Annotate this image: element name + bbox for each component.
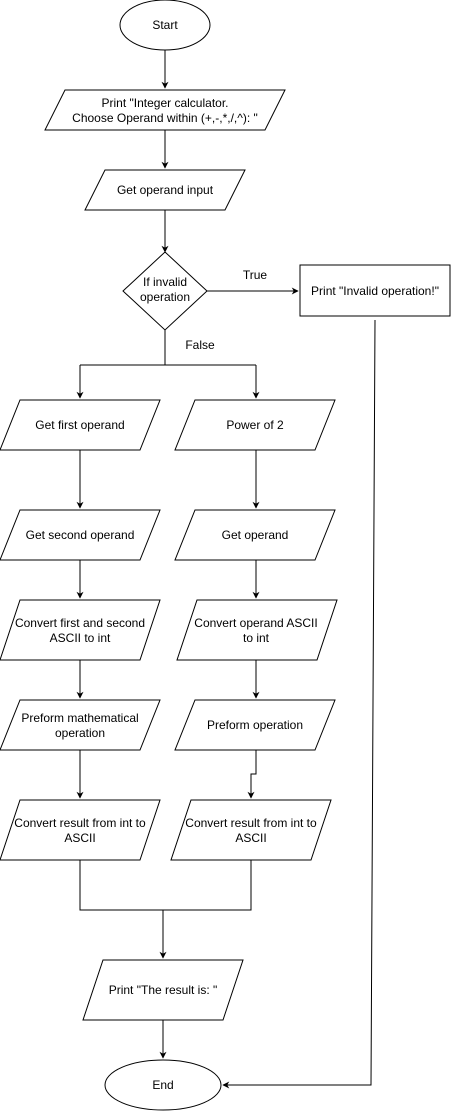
convert-first-second-line-1: Convert first and second — [15, 616, 145, 630]
start-label: Start — [152, 18, 178, 32]
perform-math-line-2: operation — [55, 726, 105, 740]
end-node: End — [104, 1059, 222, 1111]
convert-result-left-line-1: Convert result from int to — [14, 816, 146, 830]
edge-perform-to-result — [247, 750, 257, 799]
perform-math-line-1: Preform mathematical — [21, 711, 138, 725]
decision-line-2: operation — [140, 290, 190, 304]
get-second-operand-node: Get second operand — [0, 509, 161, 561]
convert-result-left-line-2: ASCII — [64, 831, 95, 845]
get-operand-node: Get operand — [174, 509, 336, 561]
print-prompt-line-2: Choose Operand within (+,-,*,/,^): " — [72, 111, 258, 125]
perform-operation-label: Preform operation — [207, 718, 303, 732]
get-operand-input-label: Get operand input — [117, 183, 214, 197]
end-label: End — [152, 1078, 173, 1092]
convert-first-second-node: Convert first and second ASCII to int — [0, 599, 161, 661]
print-invalid-node: Print "Invalid operation!" — [299, 264, 451, 317]
convert-operand-node: Convert operand ASCII to int — [176, 599, 338, 661]
convert-result-left-node: Convert result from int to ASCII — [0, 799, 161, 861]
edge-label-false: False — [185, 338, 215, 352]
edge-invalid-to-end — [222, 319, 376, 1089]
convert-operand-line-2: to int — [243, 631, 270, 645]
convert-result-right-node: Convert result from int to ASCII — [170, 799, 332, 861]
start-node: Start — [119, 0, 211, 51]
convert-first-second-line-2: ASCII to int — [50, 631, 111, 645]
perform-operation-node: Preform operation — [174, 699, 336, 751]
print-result-label: Print "The result is: " — [109, 983, 218, 997]
power-of-2-node: Power of 2 — [174, 399, 336, 451]
convert-operand-line-1: Convert operand ASCII — [194, 616, 317, 630]
edges — [76, 50, 376, 1089]
get-operand-label: Get operand — [222, 528, 289, 542]
print-invalid-label: Print "Invalid operation!" — [311, 284, 439, 298]
edge-results-merge — [79, 860, 252, 911]
get-second-operand-label: Get second operand — [26, 528, 135, 542]
get-first-operand-label: Get first operand — [35, 418, 124, 432]
get-operand-input-node: Get operand input — [84, 169, 246, 211]
print-result-node: Print "The result is: " — [82, 959, 244, 1021]
power-of-2-label: Power of 2 — [226, 418, 284, 432]
perform-math-node: Preform mathematical operation — [0, 699, 161, 751]
print-prompt-line-1: Print "Integer calculator. — [102, 96, 229, 110]
get-first-operand-node: Get first operand — [0, 399, 161, 451]
convert-result-right-line-1: Convert result from int to — [185, 816, 317, 830]
print-prompt-node: Print "Integer calculator. Choose Operan… — [44, 89, 286, 131]
invalid-decision-node: If invalid operation — [122, 251, 208, 331]
edge-label-true: True — [243, 268, 268, 282]
decision-line-1: If invalid — [143, 275, 187, 289]
convert-result-right-line-2: ASCII — [235, 831, 266, 845]
